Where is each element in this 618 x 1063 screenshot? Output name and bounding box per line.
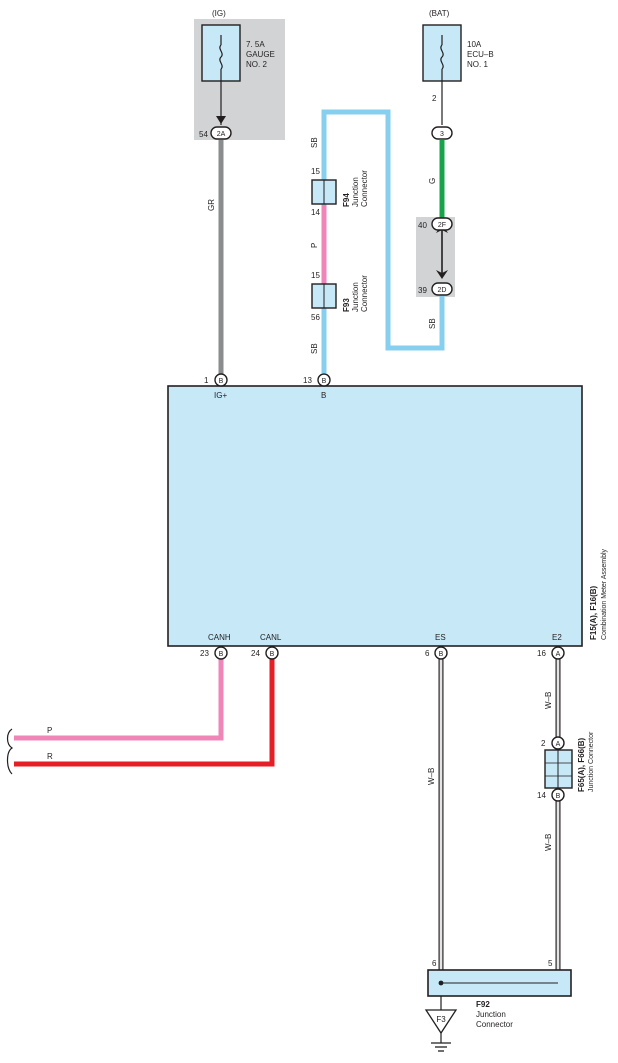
canh-p-wire — [14, 659, 224, 741]
p-left-wire-label: P — [47, 726, 52, 735]
svg-text:2D: 2D — [438, 287, 447, 294]
svg-text:23: 23 — [200, 649, 209, 658]
svg-text:Junction: Junction — [476, 1010, 506, 1019]
svg-text:39: 39 — [418, 286, 427, 295]
wb-e2-lower-wire-label: W–B — [544, 834, 553, 851]
meter-pin-canl: CANL B 24 — [251, 633, 282, 660]
svg-text:E2: E2 — [552, 633, 562, 642]
bat-source-label: (BAT) — [429, 9, 450, 18]
junction-f65-f66: A 2 B 14 F65(A), F66(B) Junction Connect… — [537, 731, 595, 802]
splice-down-arrow-icon — [436, 270, 448, 279]
svg-text:40: 40 — [418, 221, 427, 230]
svg-text:A: A — [556, 651, 561, 658]
svg-text:7. 5A: 7. 5A — [246, 40, 265, 49]
svg-text:B: B — [322, 378, 327, 385]
svg-text:1: 1 — [204, 376, 209, 385]
meter-name: Combination Meter Assembly — [601, 548, 608, 640]
svg-text:B: B — [556, 793, 561, 800]
svg-text:B: B — [321, 391, 326, 400]
svg-text:ECU–B: ECU–B — [467, 50, 494, 59]
ig-source-label: (IG) — [212, 9, 226, 18]
svg-text:2: 2 — [541, 739, 546, 748]
ground-f3: F3 — [424, 996, 458, 1052]
meter-pin-ig: B 1 IG+ — [204, 373, 228, 400]
arrow-down-icon — [216, 116, 226, 124]
svg-text:2F: 2F — [438, 222, 446, 229]
svg-text:54: 54 — [199, 130, 208, 139]
svg-text:2: 2 — [432, 94, 437, 103]
splice-dot-icon — [438, 980, 444, 986]
connector-2D: 2D 39 — [418, 282, 453, 296]
ground-triangle-icon — [424, 1009, 458, 1035]
svg-text:Junction Connector: Junction Connector — [588, 731, 595, 792]
svg-text:Connector: Connector — [360, 170, 369, 207]
svg-text:ES: ES — [435, 633, 446, 642]
svg-text:5: 5 — [548, 959, 553, 968]
svg-text:56: 56 — [311, 313, 320, 322]
svg-text:3: 3 — [440, 131, 444, 138]
gr-wire-label: GR — [207, 199, 216, 211]
svg-text:NO. 2: NO. 2 — [246, 60, 267, 69]
svg-text:B: B — [439, 651, 444, 658]
sb-top-wire-label: SB — [310, 137, 319, 148]
fuse-icon — [440, 44, 444, 70]
svg-text:CANH: CANH — [208, 633, 231, 642]
meter-code: F15(A), F16(B) — [589, 585, 598, 640]
canl-r-wire — [14, 659, 275, 767]
svg-text:B: B — [219, 651, 224, 658]
svg-text:2A: 2A — [217, 131, 226, 138]
svg-text:10A: 10A — [467, 40, 482, 49]
break-marker-icon — [6, 728, 14, 775]
sb-lower-wire-label: SB — [310, 343, 319, 354]
combination-meter-box — [167, 385, 583, 647]
svg-text:NO. 1: NO. 1 — [467, 60, 488, 69]
meter-pin-b: B 13 B — [303, 373, 331, 400]
svg-text:Junction: Junction — [351, 282, 360, 312]
meter-pin-e2: E2 A 16 — [537, 633, 565, 660]
svg-text:Connector: Connector — [360, 275, 369, 312]
wb-e2-upper-wire-label: W–B — [544, 692, 553, 709]
svg-text:F94: F94 — [342, 193, 351, 207]
svg-text:B: B — [270, 651, 275, 658]
svg-text:14: 14 — [537, 791, 546, 800]
junction-f93: 15 56 F93 Junction Connector — [311, 271, 369, 322]
svg-text:F92: F92 — [476, 1000, 490, 1009]
svg-text:F65(A), F66(B): F65(A), F66(B) — [577, 737, 586, 792]
svg-text:15: 15 — [311, 167, 320, 176]
svg-text:6: 6 — [432, 959, 437, 968]
connector-2A: 2A 54 — [199, 126, 232, 140]
svg-text:IG+: IG+ — [214, 391, 227, 400]
bat-fuse: (BAT) 2 10A ECU–B NO. 1 — [422, 9, 494, 125]
r-left-wire-label: R — [47, 752, 53, 761]
svg-text:F3: F3 — [436, 1015, 446, 1024]
svg-text:16: 16 — [537, 649, 546, 658]
connector-3: 3 — [431, 126, 453, 140]
meter-pin-canh: CANH B 23 — [200, 633, 231, 660]
svg-text:Connector: Connector — [476, 1020, 513, 1029]
svg-text:13: 13 — [303, 376, 312, 385]
junction-f94: 15 14 F94 Junction Connector — [311, 167, 369, 217]
fuse-icon — [219, 44, 223, 70]
svg-text:15: 15 — [311, 271, 320, 280]
svg-text:GAUGE: GAUGE — [246, 50, 275, 59]
sb-right-wire-label: SB — [428, 318, 437, 329]
p-mid-wire-label: P — [310, 243, 319, 248]
junction-f92: 6 5 F92 Junction Connector — [427, 959, 572, 1029]
svg-text:24: 24 — [251, 649, 260, 658]
svg-text:Junction: Junction — [351, 177, 360, 207]
meter-pin-es: ES B 6 — [425, 633, 448, 660]
connector-2F: 2F 40 — [418, 217, 453, 231]
svg-text:F93: F93 — [342, 298, 351, 312]
svg-text:A: A — [556, 741, 561, 748]
svg-text:6: 6 — [425, 649, 430, 658]
svg-text:14: 14 — [311, 208, 320, 217]
svg-text:B: B — [219, 378, 224, 385]
ig-fuse: (IG) 7. 5A GAUGE NO. 2 — [201, 9, 275, 125]
svg-text:CANL: CANL — [260, 633, 282, 642]
wb-es-wire-label: W–B — [427, 768, 436, 785]
g-wire-label: G — [428, 178, 437, 184]
sb-loop-wire — [321, 109, 445, 373]
